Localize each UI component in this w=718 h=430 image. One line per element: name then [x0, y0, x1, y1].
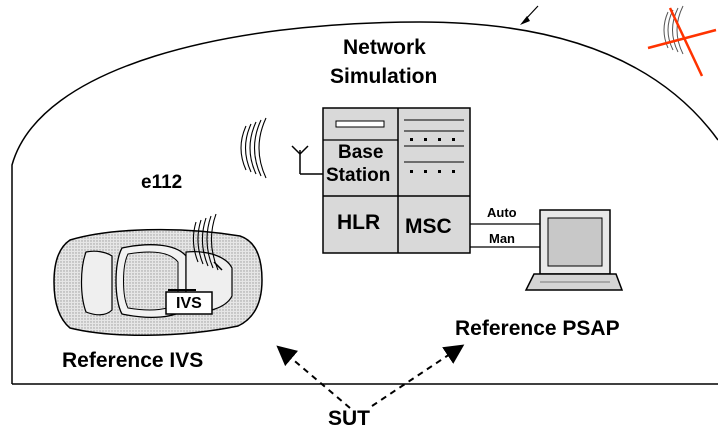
base-station-label-2: Station [326, 165, 391, 186]
pointer-arrow-head [520, 16, 530, 25]
auto-label: Auto [487, 205, 517, 220]
hlr-label: HLR [337, 211, 381, 234]
reference-ivs-label: Reference IVS [62, 349, 204, 372]
sut-arrow-to-ivs [276, 345, 351, 409]
laptop-icon [524, 209, 624, 291]
car-icon [53, 228, 263, 336]
radio-wave-icon [192, 213, 223, 271]
network-simulation-label-1: Network [343, 36, 426, 59]
man-label: Man [489, 231, 515, 246]
crossed-antenna-icon [647, 5, 717, 77]
network-rack [322, 107, 471, 254]
antenna-icon [291, 145, 325, 175]
reference-psap-label: Reference PSAP [455, 317, 620, 340]
sut-label: SUT [328, 407, 370, 430]
radio-wave-icon [240, 117, 267, 179]
test-lab-boundary [11, 21, 718, 384]
network-simulation-label-2: Simulation [330, 65, 438, 88]
msc-label: MSC [405, 215, 452, 238]
sut-arrow-to-psap [371, 344, 465, 407]
e112-label: e112 [141, 172, 183, 193]
ivs-label: IVS [176, 295, 202, 312]
base-station-label-1: Base [338, 142, 384, 163]
